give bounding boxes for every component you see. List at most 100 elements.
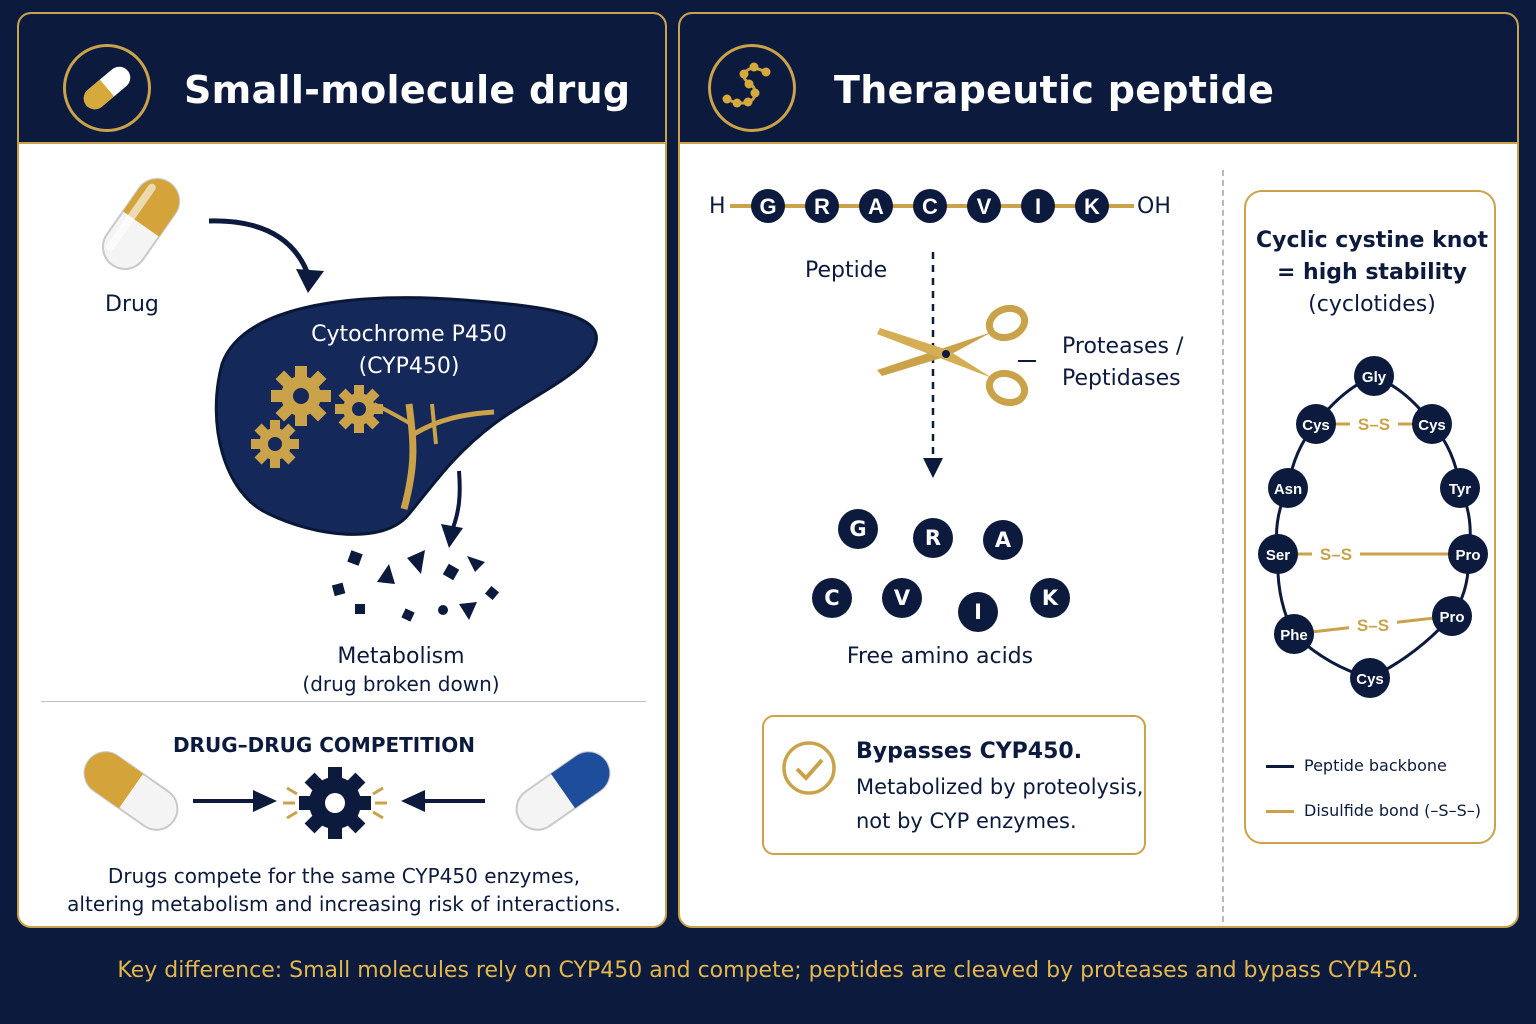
- cyclotide-box: Cyclic cystine knot = high stability (cy…: [1244, 190, 1496, 844]
- residue-label: I: [1035, 194, 1041, 219]
- competition-text-line2: altering metabolism and increasing risk …: [67, 892, 621, 916]
- peptide-chain-badge-icon: [708, 44, 796, 132]
- free-amino-acid-i: I: [958, 592, 998, 632]
- ring-residue-cys: [1296, 404, 1336, 444]
- n-terminus-label: H: [709, 194, 726, 219]
- gear-icon: [251, 366, 383, 468]
- disulfide-label-bg: [1350, 413, 1398, 433]
- legend-disulfide-swatch: [1266, 810, 1294, 813]
- metabolite-fragments-icon: [331, 550, 500, 622]
- curved-arrow-icon: [208, 218, 324, 293]
- legend-backbone-label: Peptide backbone: [1304, 756, 1447, 775]
- ring-residue-asn: [1268, 468, 1308, 508]
- section-divider: [41, 701, 646, 702]
- vertical-divider: [1222, 170, 1224, 922]
- ring-residue-pro: [1448, 534, 1488, 574]
- ring-residue-ser: [1258, 534, 1298, 574]
- panel-header: Small-molecule drug: [19, 14, 665, 144]
- residue-v: [967, 189, 1001, 223]
- residue-g: [751, 189, 785, 223]
- bypass-text-line2: not by CYP enzymes.: [856, 809, 1077, 833]
- liver-label-line1: Cytochrome P450: [311, 322, 507, 347]
- bypass-title: Bypasses CYP450.: [856, 739, 1083, 764]
- free-amino-acid-a: A: [983, 520, 1023, 560]
- liver-icon: [214, 296, 598, 536]
- disulfide-label: S–S: [1358, 415, 1390, 434]
- residue-i: [1021, 189, 1055, 223]
- blue-drug-capsule-icon: [515, 751, 611, 831]
- peptide-label: Peptide: [805, 258, 888, 283]
- disulfide-label-bg: [1312, 543, 1360, 563]
- drug-label: Drug: [105, 292, 159, 317]
- free-amino-acid-k: K: [1030, 578, 1070, 618]
- residue-label: C: [922, 194, 938, 219]
- checkmark-icon: [782, 741, 836, 795]
- residue-label: R: [814, 194, 830, 219]
- residue-label: A: [868, 194, 884, 219]
- liver-label-line2: (CYP450): [358, 354, 460, 379]
- legend-disulfide-label: Disulfide bond (–S–S–): [1304, 801, 1481, 820]
- competition-text-line1: Drugs compete for the same CYP450 enzyme…: [107, 864, 581, 888]
- ring-residue-label: Cys: [1302, 417, 1330, 434]
- key-difference-footer: Key difference: Small molecules rely on …: [117, 958, 1419, 983]
- ring-residue-label: Pro: [1439, 609, 1464, 626]
- ring-residue-label: Cys: [1356, 671, 1384, 688]
- cyclic-title-line1: Cyclic cystine knot: [1255, 228, 1488, 253]
- scissors-icon: [877, 304, 1029, 407]
- cyclic-title-line3: (cyclotides): [1308, 292, 1436, 317]
- disulfide-label-bg: [1349, 614, 1397, 634]
- ring-residue-gly: [1354, 356, 1394, 396]
- ring-residue-label: Phe: [1280, 627, 1308, 644]
- free-amino-acid-c: C: [812, 578, 852, 618]
- ring-residue-phe: [1274, 614, 1314, 654]
- residue-r: [805, 189, 839, 223]
- c-terminus-label: OH: [1137, 194, 1171, 219]
- competing-drug-capsule-icon: [83, 751, 179, 831]
- ring-residue-label: Tyr: [1449, 481, 1471, 498]
- small-molecule-panel: Small-molecule drug Drug Cytochrome P450…: [17, 12, 667, 928]
- label-pointer-line: [1018, 360, 1036, 362]
- residue-label: V: [977, 194, 992, 219]
- residue-a: [859, 189, 893, 223]
- competition-title: DRUG–DRUG COMPETITION: [172, 733, 476, 757]
- ring-residue-tyr: [1440, 468, 1480, 508]
- disulfide-label: S–S: [1320, 545, 1352, 564]
- ring-residue-cys: [1412, 404, 1452, 444]
- drug-capsule-icon: [101, 178, 181, 270]
- protease-label-line2: Peptidases: [1062, 366, 1181, 391]
- ring-residue-cys: [1350, 658, 1390, 698]
- metabolism-sublabel: (drug broken down): [302, 672, 500, 696]
- ring-residue-label: Ser: [1266, 547, 1290, 564]
- disulfide-label: S–S: [1357, 616, 1389, 635]
- residue-label: K: [1084, 194, 1100, 219]
- residue-k: [1075, 189, 1109, 223]
- down-arrow-icon: [441, 470, 463, 548]
- protease-label-line1: Proteases /: [1062, 334, 1184, 359]
- panel-header: Therapeutic peptide: [680, 14, 1517, 144]
- ring-residue-label: Asn: [1274, 481, 1302, 498]
- panel-title: Small-molecule drug: [184, 68, 631, 112]
- legend-backbone-swatch: [1266, 765, 1294, 768]
- ring-residue-pro: [1432, 596, 1472, 636]
- metabolism-label: Metabolism: [337, 644, 465, 669]
- free-amino-acid-v: V: [882, 578, 922, 618]
- ring-residue-label: Gly: [1362, 369, 1387, 386]
- cyclic-title-line2: = high stability: [1276, 260, 1468, 285]
- pill-badge-icon: [63, 44, 151, 132]
- left-arrow-icon: [401, 790, 485, 812]
- enzyme-gear-icon: [283, 767, 387, 839]
- panel-title: Therapeutic peptide: [834, 68, 1275, 112]
- ring-residue-label: Cys: [1418, 417, 1446, 434]
- bypass-text-line1: Metabolized by proteolysis,: [856, 775, 1144, 799]
- ring-residue-label: Pro: [1455, 547, 1480, 564]
- residue-label: G: [759, 194, 776, 219]
- free-amino-label: Free amino acids: [846, 644, 1034, 669]
- free-amino-acid-g: G: [838, 509, 878, 549]
- right-arrow-icon: [193, 790, 277, 812]
- bypass-callout: Bypasses CYP450. Metabolized by proteoly…: [762, 715, 1146, 855]
- residue-c: [913, 189, 947, 223]
- free-amino-acid-r: R: [913, 518, 953, 558]
